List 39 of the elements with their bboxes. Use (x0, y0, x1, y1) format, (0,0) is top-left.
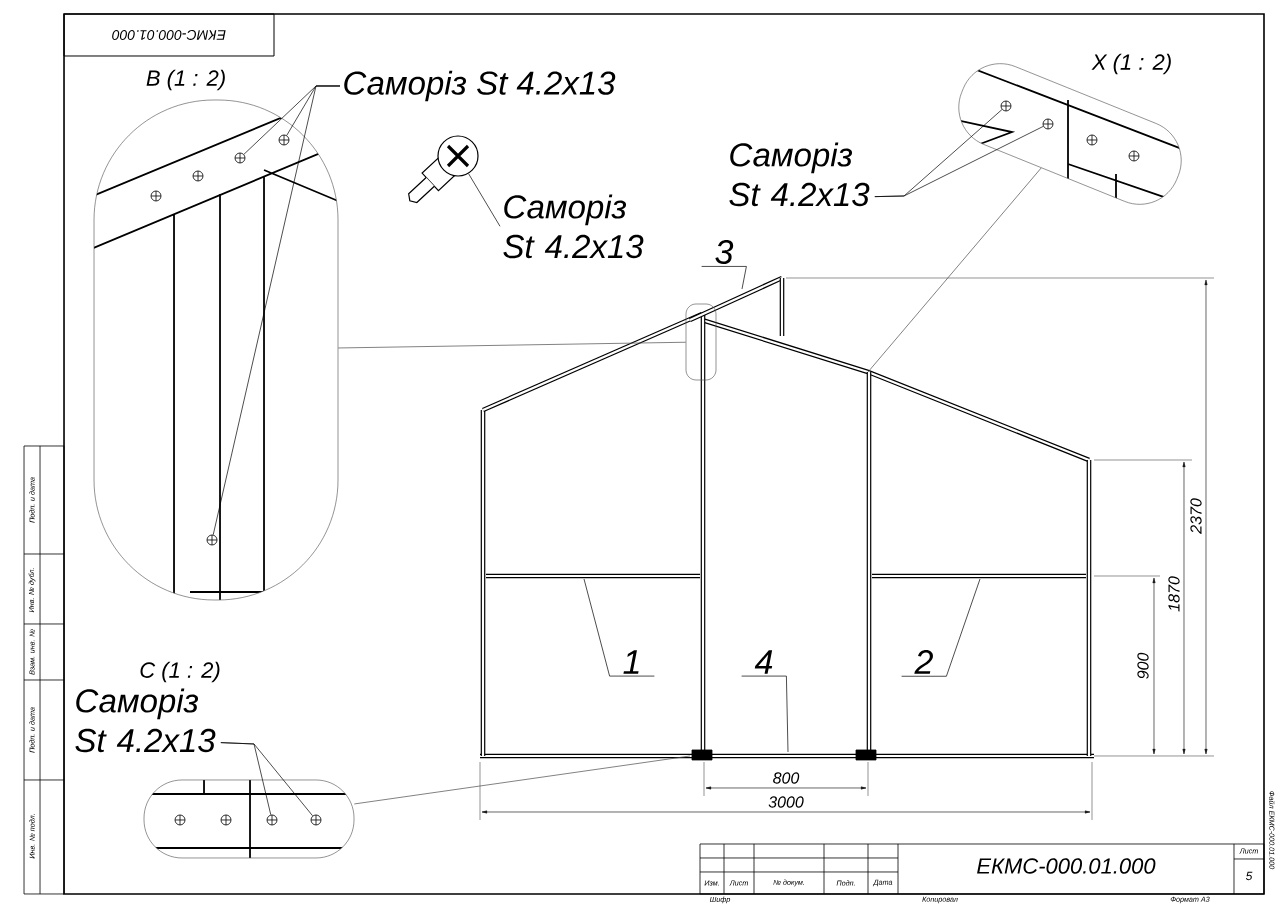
drawing-number: ЕКМС-000.01.000 (977, 858, 1156, 874)
detail-link-line (353, 755, 691, 805)
screw-head (206, 534, 218, 546)
callout-number: 4 (754, 650, 773, 674)
callout-number: 2 (914, 650, 933, 674)
detail-view-drawing (93, 99, 339, 601)
screw-head (310, 814, 322, 826)
leader-line (220, 742, 313, 817)
callout-text: Саморіз St 4.2x13 (344, 70, 616, 102)
detail-label: X (1 : 2) (1091, 53, 1171, 75)
screw-head (234, 152, 246, 164)
callout-text: Саморіз St 4.2x13 (75, 688, 216, 753)
callout-text: Саморіз St 4.2x13 (729, 142, 870, 207)
leader-line (583, 578, 655, 677)
leader-line (468, 173, 501, 227)
leader-line (741, 675, 789, 753)
detail-link-line (867, 167, 1042, 373)
detail-label: B (1 : 2) (146, 69, 225, 91)
dimension-value: 900 (1137, 652, 1149, 679)
screw-head (1042, 118, 1054, 130)
detail-view-drawing (143, 779, 355, 859)
screw-head (278, 134, 290, 146)
screw-drawing (408, 135, 479, 204)
detail-marker (685, 303, 717, 381)
leader-line (901, 578, 981, 677)
dimension-value: 2370 (1190, 498, 1202, 534)
screw-head (266, 814, 278, 826)
callout-text: Саморіз St 4.2x13 (503, 194, 644, 259)
leader-line (212, 85, 341, 536)
dimension-value: 1870 (1168, 576, 1180, 612)
detail-link-line (337, 341, 687, 349)
dimension-value: 3000 (768, 796, 804, 808)
callout-number: 3 (715, 239, 734, 265)
detail-label: C (1 : 2) (140, 661, 220, 683)
dimension-value: 800 (773, 772, 800, 784)
screw-head (1000, 100, 1012, 112)
leader-line (874, 126, 1044, 197)
leader-line (701, 266, 747, 290)
callout-number: 1 (623, 650, 639, 674)
